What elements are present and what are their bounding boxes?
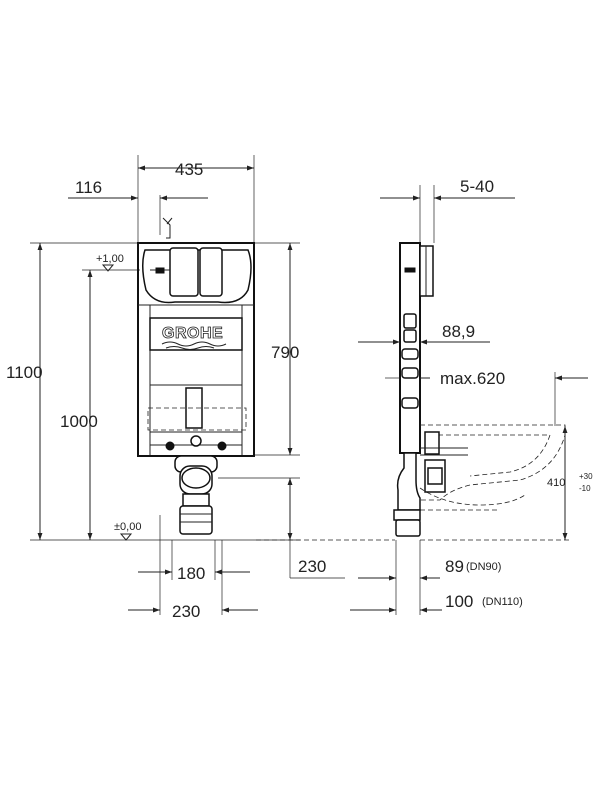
dim-width-230-bottom: 230: [172, 602, 200, 621]
dim-offset-116: 116: [75, 178, 102, 197]
dim-pipe-100-note: (DN110): [482, 596, 523, 608]
dim-width-180: 180: [177, 564, 205, 583]
dim-pipe-100: 100: [445, 592, 473, 611]
dim-width-435: 435: [175, 160, 203, 179]
dim-pipe-88-9: 88,9: [442, 322, 475, 341]
brand-logo: GROHE: [162, 325, 223, 342]
dim-height-790: 790: [271, 343, 299, 362]
level-plus-label: +1,00: [96, 253, 124, 265]
dim-bowl-height-410: 410: [547, 477, 565, 489]
level-zero-label: ±0,00: [114, 521, 141, 533]
dim-height-1100: 1100: [6, 363, 43, 382]
side-view: 5-40 88,9 max.620 410 +30: [256, 177, 593, 615]
bowl-tolerance-plus: +30: [579, 472, 593, 481]
bowl-tolerance-minus: -10: [579, 484, 591, 493]
front-view: 435 116 1100 1000 790 230 +1,00 ±0,00 18…: [6, 155, 345, 621]
dim-height-230: 230: [298, 557, 326, 576]
dim-pipe-89: 89: [445, 557, 464, 576]
dim-max-620: max.620: [440, 369, 505, 388]
dim-height-1000: 1000: [60, 412, 98, 431]
dim-depth-5-40: 5-40: [460, 177, 494, 196]
dim-pipe-89-note: (DN90): [466, 561, 501, 573]
